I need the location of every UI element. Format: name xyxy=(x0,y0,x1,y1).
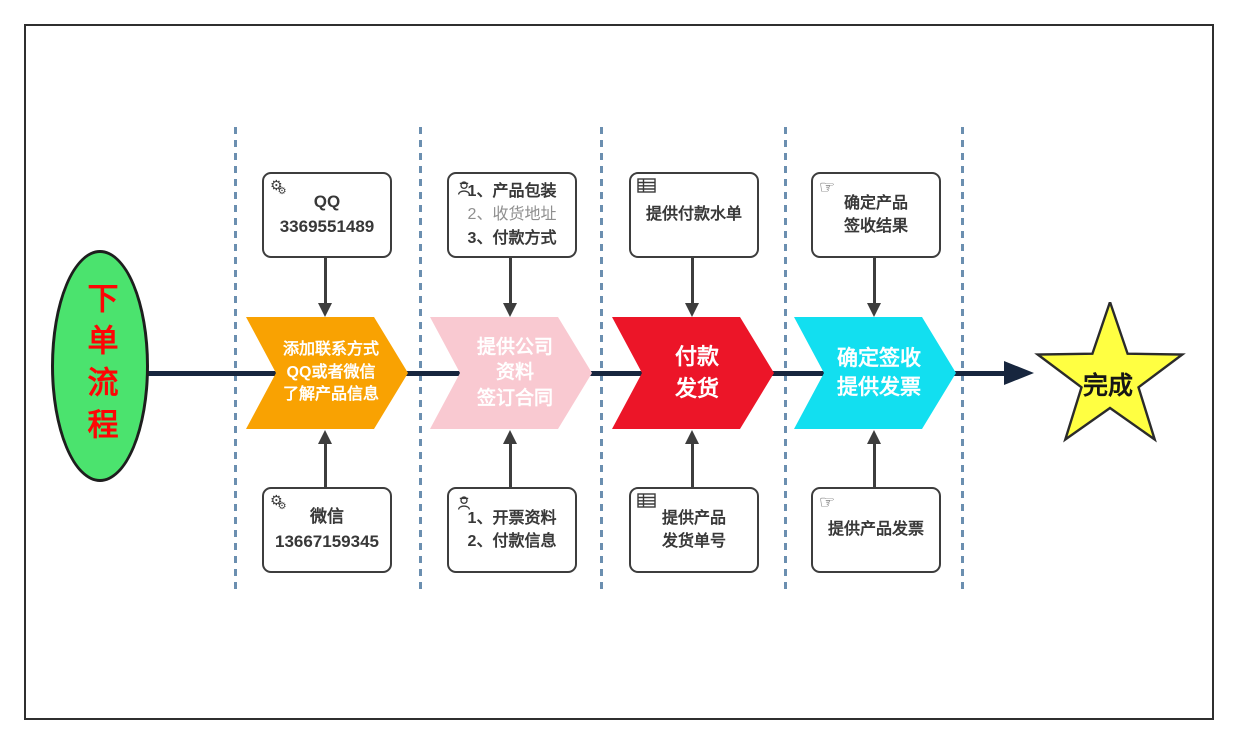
info-box-billing: 1、开票资料 2、付款信息 xyxy=(447,487,577,573)
pointing-hand-icon: ☞ xyxy=(819,177,836,197)
box-line: 提供产品发票 xyxy=(827,521,924,539)
star-icon xyxy=(1034,298,1186,443)
box-line: 3、付款方式 xyxy=(467,229,557,247)
gears-icon: ⚙⚙ xyxy=(270,177,287,197)
arrowhead-up-icon xyxy=(318,430,332,444)
box-line: 确定产品 xyxy=(843,194,908,212)
box-line: QQ xyxy=(313,192,341,212)
connector-line xyxy=(324,254,327,304)
start-label: 下单流程 xyxy=(82,282,118,450)
arrowhead-down-icon xyxy=(867,303,881,317)
stage-arrow-line: 提供公司 xyxy=(476,336,553,358)
stage-arrow-line: 发货 xyxy=(674,376,719,401)
stage-arrow-line: 付款 xyxy=(674,344,719,370)
pointing-hand-icon: ☞ xyxy=(819,492,836,512)
arrowhead-down-icon xyxy=(685,303,699,317)
box-line: 微信 xyxy=(310,507,344,527)
box-line: 签收结果 xyxy=(843,218,908,235)
stage-arrow-line: 添加联系方式 xyxy=(282,341,379,359)
info-box-order-details: 1、产品包装 2、收货地址 3、付款方式 xyxy=(447,172,577,258)
engineer-icon xyxy=(455,493,473,515)
connector-line xyxy=(691,254,694,304)
engineer-icon xyxy=(455,178,473,200)
start-node: 下单流程 xyxy=(51,250,149,482)
info-box-product-invoice: ☞ 提供产品发票 xyxy=(811,487,941,573)
info-box-receipt-result: ☞ 确定产品 签收结果 xyxy=(811,172,941,258)
arrowhead-down-icon xyxy=(318,303,332,317)
box-line: 2、付款信息 xyxy=(467,533,557,550)
phase-divider xyxy=(784,127,787,590)
stage-arrow-line: 签订合同 xyxy=(476,387,553,409)
info-box-payment-slip: 提供付款水单 xyxy=(629,172,759,258)
phase-divider xyxy=(961,127,964,590)
table-icon xyxy=(637,493,656,512)
stage-arrow-line: 确定签收 xyxy=(837,346,921,370)
table-icon xyxy=(637,178,656,197)
arrowhead-up-icon xyxy=(685,430,699,444)
stage-arrow-line: 了解产品信息 xyxy=(282,386,379,404)
diagram-border xyxy=(24,24,1214,720)
phase-divider xyxy=(234,127,237,590)
arrowhead-up-icon xyxy=(503,430,517,444)
box-line: 13667159345 xyxy=(274,532,379,551)
connector-line xyxy=(873,254,876,304)
info-box-shipping-number: 提供产品 发货单号 xyxy=(629,487,759,573)
info-box-wechat: ⚙⚙ 微信 13667159345 xyxy=(262,487,392,573)
connector-line xyxy=(509,254,512,304)
box-line: 1、产品包装 xyxy=(467,183,557,201)
connector-line xyxy=(509,443,512,487)
box-line: 发货单号 xyxy=(661,533,726,550)
finish-label: 完成 xyxy=(1083,371,1133,400)
gears-icon: ⚙⚙ xyxy=(270,492,287,512)
box-line: 提供付款水单 xyxy=(645,206,742,224)
phase-divider xyxy=(419,127,422,590)
connector-line xyxy=(691,443,694,487)
phase-divider xyxy=(600,127,603,590)
box-line: 2、收货地址 xyxy=(467,206,557,224)
connector-line xyxy=(873,443,876,487)
box-line: 3369551489 xyxy=(279,217,375,236)
arrowhead-up-icon xyxy=(867,430,881,444)
arrowhead-down-icon xyxy=(503,303,517,317)
stage-arrow-line: 资料 xyxy=(495,362,534,384)
box-line: 1、开票资料 xyxy=(467,509,557,527)
main-flow-arrowhead-icon xyxy=(1004,361,1034,385)
connector-line xyxy=(324,443,327,487)
stage-arrow-line: 提供发票 xyxy=(837,376,921,399)
box-line: 提供产品 xyxy=(661,509,726,527)
stage-arrow-line: QQ或者微信 xyxy=(286,363,376,381)
finish-node: 完成 xyxy=(1028,298,1192,459)
info-box-qq: ⚙⚙ QQ 3369551489 xyxy=(262,172,392,258)
